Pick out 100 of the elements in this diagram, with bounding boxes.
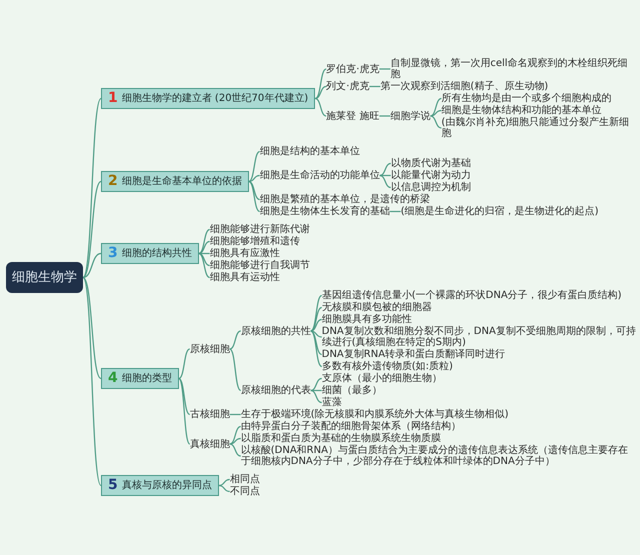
branch-text: 古核细胞	[190, 409, 230, 420]
branch-text: 原核细胞	[190, 344, 230, 354]
branch-line	[82, 277, 102, 486]
topic-title: 细胞是生命基本单位的依据	[122, 174, 242, 189]
branch-line	[248, 180, 260, 212]
branch-line	[390, 210, 401, 212]
branch-line	[315, 98, 326, 117]
branch-line	[380, 174, 391, 176]
root-topic-box: 细胞生物学	[6, 262, 83, 294]
branch-text: 所有生物均是由一个或多个细胞构成的	[441, 93, 612, 104]
section-number: 3	[108, 245, 118, 262]
branch-line	[248, 150, 260, 182]
branch-text: 第一次观察到活细胞(精子、原生动物)	[380, 81, 548, 92]
branch-text: 基因组遗传信息量小(一个裸露的环状DNA分子，很少有蛋白质结构)	[322, 290, 622, 301]
branch-line	[230, 330, 241, 350]
topic-title: 真核与原核的异同点	[122, 478, 212, 493]
branch-text: 以脂质和蛋白质为基础的生物膜系统生物质膜	[240, 433, 441, 444]
branch-line	[310, 330, 322, 338]
branch-text: 以核酸(DNA和RNA）与蛋白质结合为主要成分的遗传信息表达系统（遗传信息主要存在于细胞核内DNA分子中，少部分存在于线粒体和叶绿体的DNA分子中）	[240, 445, 636, 467]
branch-text: 以信息调控为机制	[390, 182, 471, 193]
section-number: 4	[108, 370, 118, 387]
branch-line	[310, 378, 322, 392]
branch-line	[218, 478, 230, 486]
branch-text: 细胞能够进行自我调节	[210, 260, 310, 271]
branch-line	[430, 98, 442, 117]
branch-line	[310, 318, 322, 332]
branch-text: 细胞是繁殖的基本单位，是遗传的桥梁	[260, 194, 430, 205]
branch-line	[198, 252, 210, 278]
branch-text: 细胞是生命活动的功能单位	[260, 170, 380, 181]
branch-line	[82, 277, 102, 379]
branch-text: 细胞能够进行新陈代谢	[210, 224, 310, 235]
branch-line	[310, 330, 322, 356]
branch-line	[379, 68, 390, 70]
branch-text: 细胞具有应激性	[210, 248, 280, 259]
branch-line	[314, 68, 326, 100]
topic-title: 细胞生物学的建立者 (20世纪70年代建立)	[122, 92, 308, 106]
branch-text: DNA复制RNA转录和蛋白质翻译同时进行	[322, 349, 506, 360]
branch-line	[82, 181, 102, 278]
branch-text: 罗伯克·虎克	[326, 64, 380, 74]
branch-line	[430, 110, 442, 117]
branch-line	[198, 240, 210, 254]
section-number: 5	[108, 477, 118, 494]
branch-line	[315, 86, 326, 100]
branch-text: 细菌（最多）	[322, 385, 382, 396]
branch-line	[248, 180, 260, 200]
branch-line	[379, 115, 390, 117]
branch-text: 真核细胞	[190, 438, 230, 450]
branch-line	[178, 348, 190, 380]
branch-line	[369, 86, 380, 88]
branch-text: 多数有核外遗传物质(如:质粒)	[322, 361, 453, 372]
branch-line	[380, 162, 391, 176]
branch-text: 细胞是结构的基本单位	[260, 146, 360, 157]
branch-line	[310, 330, 322, 368]
branch-line	[310, 390, 322, 392]
branch-line	[198, 252, 210, 254]
branch-text: (由魏尔肖补充)细胞只能通过分裂产生新细胞	[441, 117, 636, 139]
branch-text: 细胞是生物体生长发育的基础	[260, 206, 390, 217]
branch-text: 细胞学说	[390, 110, 430, 122]
branch-line	[198, 252, 210, 266]
branch-text: 支原体（最小的细胞生物）	[322, 373, 442, 384]
branch-text: 原核细胞的代表	[240, 385, 311, 396]
branch-line	[380, 174, 391, 188]
branch-text: 相同点	[230, 474, 260, 485]
topic-title: 细胞的结构共性	[122, 246, 192, 261]
branch-text: 施莱登 施旺	[326, 110, 380, 122]
branch-line	[178, 378, 190, 444]
branch-line	[430, 115, 442, 129]
branch-line	[230, 414, 241, 416]
branch-line	[230, 426, 241, 445]
branch-line	[229, 348, 242, 392]
branch-text: 以能量代谢为动力	[390, 170, 471, 181]
branch-line	[218, 484, 230, 492]
branch-text: (细胞是生命进化的归宿，是生物进化的起点)	[400, 206, 599, 217]
branch-line	[82, 98, 102, 278]
branch-text: 不同点	[230, 486, 260, 497]
branch-text: 蓝藻	[322, 397, 342, 408]
branch-text: DNA复制次数和细胞分裂不同步，DNA复制不受细胞周期的限制，可持续进行(真核细胞在特定的S期内)	[322, 326, 636, 348]
branch-line	[310, 294, 322, 332]
branch-line	[82, 252, 102, 278]
branch-text: 生存于极端环境(除无核膜和内膜系统外大体与真核生物相似)	[240, 409, 509, 420]
branch-line	[310, 306, 322, 332]
branch-text: 列文·虎克	[326, 81, 370, 92]
section-number: 1	[108, 90, 118, 107]
branch-text: 细胞是生物体结构和功能的基本单位	[441, 105, 602, 116]
branch-text: 以物质代谢为基础	[390, 158, 471, 169]
branch-text: 细胞具有运动性	[210, 272, 280, 283]
branch-text: 细胞能够增殖和遗传	[210, 236, 300, 247]
branch-text: 细胞膜具有多功能性	[322, 314, 412, 325]
branch-line	[178, 378, 190, 416]
topic-title: 细胞的类型	[122, 372, 172, 386]
branch-line	[198, 228, 210, 254]
branch-text: 由特异蛋白分子装配的细胞骨架体系（网络结构）	[240, 421, 461, 432]
branch-line	[230, 438, 241, 445]
branch-line	[310, 390, 322, 404]
branch-text: 原核细胞的共性	[240, 326, 311, 336]
branch-text: 自制显微镜，第一次用cell命名观察到的木栓组织死细胞	[390, 58, 636, 80]
branch-line	[248, 174, 260, 182]
branch-text: 无核膜和膜包被的细胞器	[322, 302, 432, 313]
section-number: 2	[108, 173, 118, 190]
branch-line	[230, 443, 241, 457]
